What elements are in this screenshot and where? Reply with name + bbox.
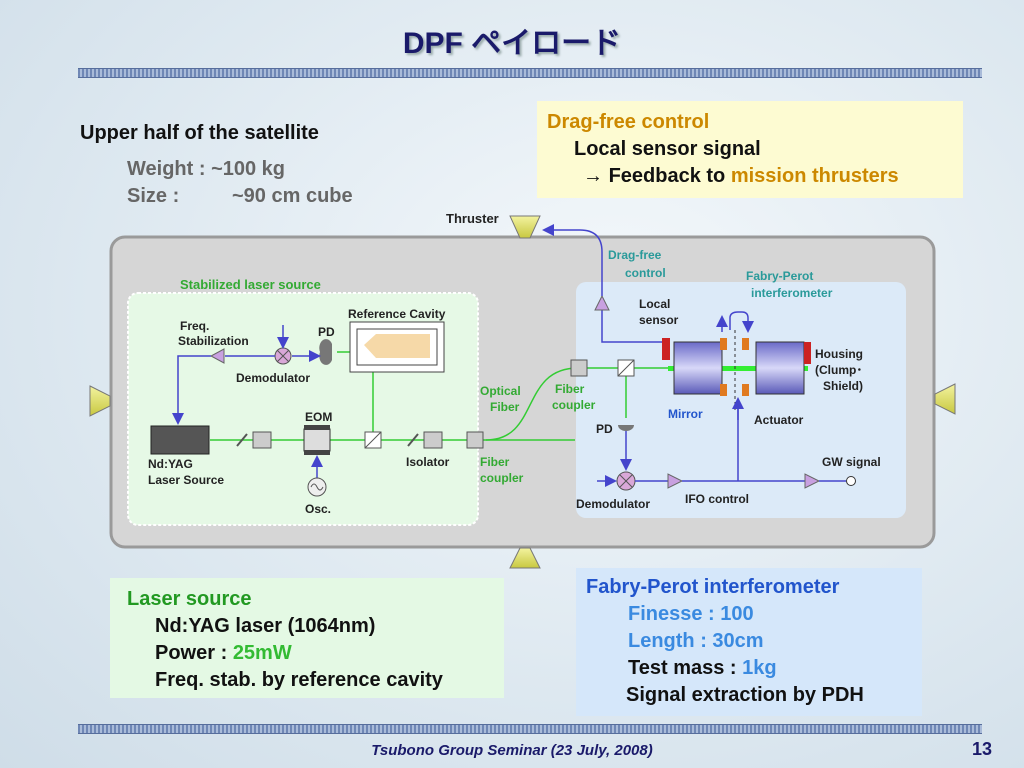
fiber-coupler1-icon <box>466 431 484 449</box>
ndyag2-label: Laser Source <box>148 473 224 487</box>
dragfree-a-label: Drag-free <box>608 248 662 262</box>
thruster-top-icon <box>509 215 541 239</box>
gw-output-icon <box>846 476 856 486</box>
fp-info-box: Fabry-Perot interferometer Finesse : 100… <box>576 568 922 716</box>
housing-a-label: Housing <box>815 347 863 361</box>
pd2-icon <box>618 425 634 431</box>
ndyag1-label: Nd:YAG <box>148 457 193 471</box>
housing-c-label: Shield) <box>823 379 863 393</box>
test-mass-right-icon <box>755 341 805 395</box>
mass-value: 1kg <box>742 657 777 679</box>
actuator-icon <box>742 338 749 350</box>
pd1-icon <box>319 339 332 365</box>
reference-cavity-label: Reference Cavity <box>348 307 446 321</box>
fiber-coupler2b-label: coupler <box>552 398 596 412</box>
optical-fiber-a-label: Optical <box>480 384 521 398</box>
laser-info-box: Laser source Nd:YAG laser (1064nm) Power… <box>110 578 504 698</box>
dragfree-line2-b: mission thrusters <box>730 165 899 187</box>
local-a-label: Local <box>639 297 670 311</box>
osc-label: Osc. <box>305 502 331 516</box>
isolator-label: Isolator <box>406 455 450 469</box>
arrow-icon: → <box>583 165 603 187</box>
thruster-bottom-icon <box>509 547 541 569</box>
page-number: 13 <box>972 739 993 759</box>
fp-finesse: Finesse : 100 <box>628 603 754 625</box>
ifo-amp-icon <box>667 473 684 489</box>
fp-a-label: Fabry-Perot <box>746 269 813 283</box>
size-value: ~90 cm cube <box>232 185 353 207</box>
thruster-right-icon <box>934 383 956 415</box>
housing-b-label: (Clump･ <box>815 363 862 377</box>
eom-label: EOM <box>305 410 332 424</box>
weight-text: Weight : ~100 kg <box>127 158 286 180</box>
fp-length: Length : 30cm <box>628 630 764 652</box>
demodulator2-label: Demodulator <box>576 497 650 511</box>
fp-title: Fabry-Perot interferometer <box>586 576 840 598</box>
power-label: Power : <box>155 642 228 664</box>
dragfree-line2-a: Feedback to <box>608 165 726 187</box>
laser-line3: Freq. stab. by reference cavity <box>155 669 443 691</box>
footer: Tsubono Group Seminar (23 July, 2008) <box>371 742 653 759</box>
ndyag-icon <box>150 425 210 455</box>
fiber-coupler1b-label: coupler <box>480 471 524 485</box>
dragfree-amp-icon <box>594 294 610 311</box>
dragfree-info-box: Drag-free control Local sensor signal → … <box>537 101 963 198</box>
thruster-label: Thruster <box>446 211 499 226</box>
dragfree-title: Drag-free control <box>547 111 710 133</box>
optical-fiber-b-label: Fiber <box>490 400 520 414</box>
laser-line2: Power : 25mW <box>155 642 292 665</box>
upper-heading: Upper half of the satellite <box>80 122 319 144</box>
isolator-icon <box>423 431 443 449</box>
mass-label: Test mass : <box>628 657 737 679</box>
lens1-icon <box>252 431 272 449</box>
laser-line1: Nd:YAG laser (1064nm) <box>155 615 376 637</box>
laser-title: Laser source <box>127 588 252 610</box>
stabilization-label: Stabilization <box>178 334 249 348</box>
actuator-label: Actuator <box>754 413 804 427</box>
thruster-left-icon <box>89 385 111 417</box>
size-label: Size : <box>127 185 180 207</box>
dragfree-b-label: control <box>625 266 666 280</box>
freq-amp-icon <box>209 348 225 364</box>
payload-diagram: Thruster Stabilized laser source Referen… <box>89 211 956 569</box>
bottom-divider <box>78 724 982 734</box>
top-divider <box>78 68 982 78</box>
fp-signal: Signal extraction by PDH <box>626 684 864 706</box>
gw-amp-icon <box>804 473 821 489</box>
mirror-label: Mirror <box>668 407 703 421</box>
fp-b-label: interferometer <box>751 286 833 300</box>
fiber-coupler2-icon <box>570 359 588 377</box>
local-b-label: sensor <box>639 313 679 327</box>
page-title: DPF ペイロード <box>402 27 622 60</box>
fp-mass: Test mass : 1kg <box>628 657 777 680</box>
test-mass-left-icon <box>673 341 723 395</box>
demodulator1-label: Demodulator <box>236 371 310 385</box>
dragfree-line2: → Feedback to mission thrusters <box>583 165 899 188</box>
fiber-coupler1a-label: Fiber <box>480 455 510 469</box>
pd1-label: PD <box>318 325 335 339</box>
local-sensor-icon <box>662 338 670 360</box>
freq-label: Freq. <box>180 319 209 333</box>
fiber-coupler2a-label: Fiber <box>555 382 585 396</box>
eom-icon <box>303 428 331 452</box>
stabilized-label: Stabilized laser source <box>180 277 321 292</box>
power-value: 25mW <box>232 642 292 664</box>
dragfree-line1: Local sensor signal <box>574 138 761 160</box>
pd2-label: PD <box>596 422 613 436</box>
gw-label: GW signal <box>822 455 881 469</box>
ifo-label: IFO control <box>685 492 749 506</box>
